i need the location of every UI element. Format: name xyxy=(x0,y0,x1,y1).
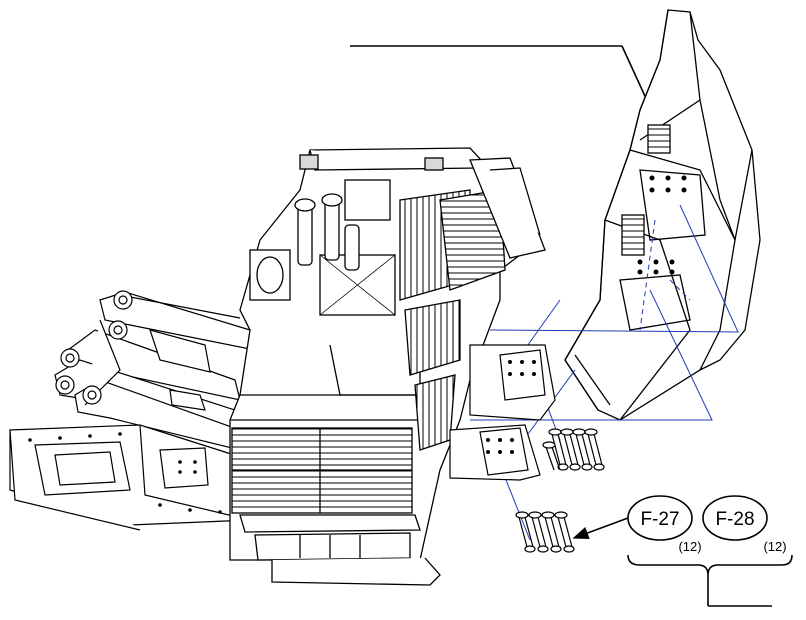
vent-grille xyxy=(647,124,671,154)
bolt-set-lower xyxy=(515,511,575,553)
mount-brackets xyxy=(449,344,556,481)
vent-grille xyxy=(621,214,645,256)
callout-f28-qty: (12) xyxy=(763,539,786,554)
main-housing xyxy=(229,147,546,586)
engine-panel xyxy=(344,179,391,221)
callout-f28: F-28 (12) xyxy=(702,495,787,554)
side-cover-panel xyxy=(564,9,761,421)
grouping-brace xyxy=(627,554,793,576)
callout-f27-code: F-27 xyxy=(640,509,679,530)
bolt-pattern xyxy=(637,175,687,275)
reference-leader xyxy=(707,575,772,607)
carbody-frame xyxy=(9,424,251,531)
exhaust-cylinders xyxy=(294,193,360,271)
callout-f28-code: F-28 xyxy=(715,509,754,530)
side-grille xyxy=(414,374,456,451)
callout-f27-qty: (12) xyxy=(678,539,701,554)
side-grille xyxy=(439,189,506,291)
callout-f27: F-27 (12) xyxy=(627,495,702,554)
bolt-set-upper xyxy=(542,428,605,471)
top-leader-line xyxy=(350,45,656,120)
callout-arrow xyxy=(572,517,629,540)
side-grille xyxy=(404,299,461,376)
boom-frame xyxy=(54,290,256,451)
